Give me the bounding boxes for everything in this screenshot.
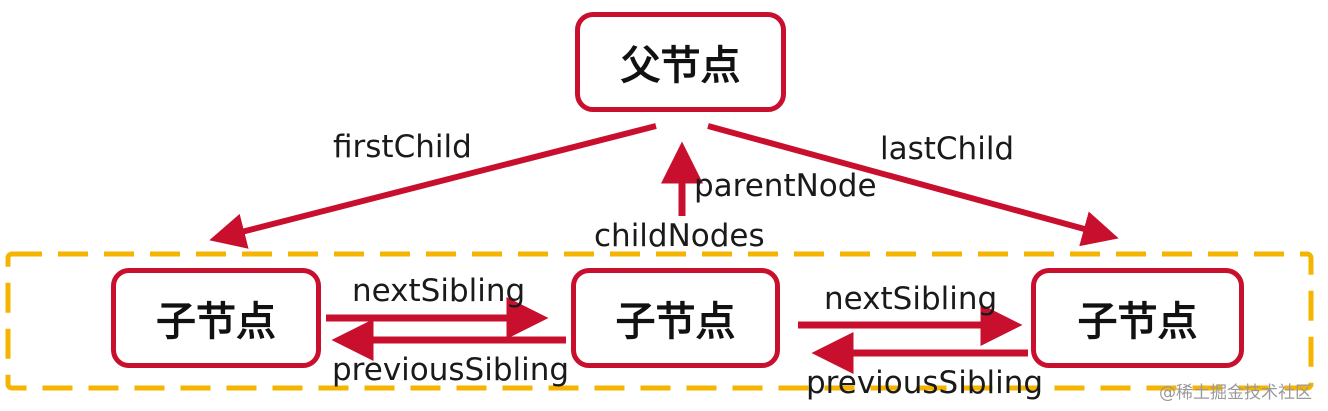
parent-node-box: 父节点 xyxy=(575,12,786,112)
child-node-box-right: 子节点 xyxy=(1031,268,1244,368)
parent-node-label: parentNode xyxy=(694,168,877,204)
child-node-box-middle: 子节点 xyxy=(571,268,780,368)
previous-sibling-label-right: previousSibling xyxy=(806,365,1044,401)
next-sibling-label-left: nextSibling xyxy=(352,273,526,309)
child-node-box-left: 子节点 xyxy=(111,268,321,368)
children-group-frame xyxy=(5,251,1314,391)
child-nodes-label: childNodes xyxy=(594,218,765,254)
first-child-arrow xyxy=(209,123,657,249)
previous-sibling-label-left: previousSibling xyxy=(332,352,570,388)
next-sibling-label-right: nextSibling xyxy=(824,281,998,317)
watermark: @稀土掘金技术社区 xyxy=(1159,383,1312,403)
last-child-label: lastChild xyxy=(880,131,1015,167)
first-child-label: firstChild xyxy=(333,129,472,165)
last-child-arrow xyxy=(707,123,1119,247)
